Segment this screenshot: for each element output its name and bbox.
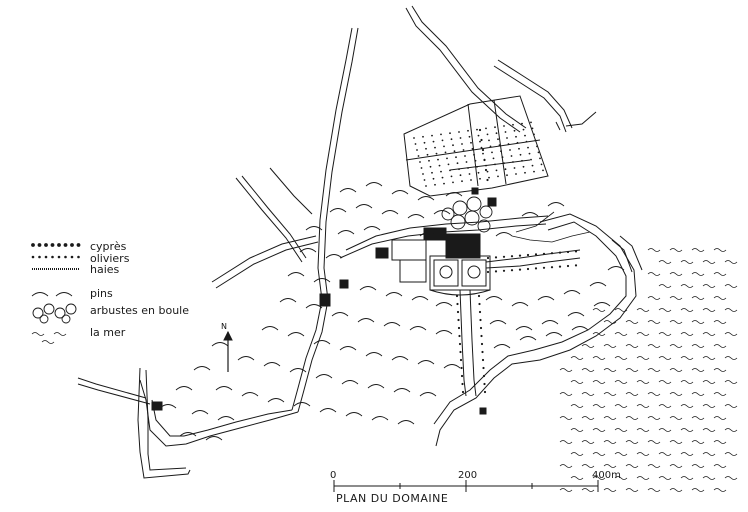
scale-mid-label: 200 bbox=[458, 470, 478, 481]
legend-mer-symbol bbox=[31, 332, 67, 344]
north-roads bbox=[405, 5, 597, 133]
access-road bbox=[291, 27, 359, 413]
branch-roads bbox=[211, 167, 319, 289]
villa-buildings bbox=[151, 187, 497, 415]
scale-zero-label: 0 bbox=[330, 470, 337, 481]
formal-garden bbox=[429, 255, 491, 296]
central-avenue bbox=[459, 249, 581, 397]
legend-symbols bbox=[31, 243, 81, 344]
north-label: N bbox=[221, 322, 227, 331]
north-arrow bbox=[223, 330, 233, 372]
legend-cypres-symbol bbox=[31, 243, 81, 247]
legend-haies-label: haies bbox=[90, 263, 120, 276]
scale-max-label: 400m bbox=[592, 470, 621, 481]
legend-arbustes-symbol bbox=[32, 303, 77, 324]
legend-pins-symbol bbox=[31, 292, 73, 297]
scale-bar bbox=[333, 480, 599, 492]
olive-dots bbox=[413, 121, 544, 187]
estate-boundary bbox=[77, 215, 549, 479]
legend-oliviers-symbol bbox=[31, 255, 80, 259]
legend-mer-label: la mer bbox=[90, 326, 126, 339]
plan-title: PLAN DU DOMAINE bbox=[336, 492, 449, 505]
avenue-cypress-dots bbox=[455, 128, 578, 394]
legend-cypres-label: cyprès bbox=[90, 240, 127, 253]
legend-pins-label: pins bbox=[90, 287, 113, 300]
pine-trees bbox=[159, 182, 625, 441]
shrub-clusters bbox=[441, 196, 493, 233]
olive-grove bbox=[403, 95, 549, 197]
legend-arbustes-label: arbustes en boule bbox=[90, 304, 189, 317]
legend-oliviers-label: oliviers bbox=[90, 252, 130, 265]
sea-waves bbox=[559, 248, 738, 492]
ne-path bbox=[511, 211, 591, 243]
